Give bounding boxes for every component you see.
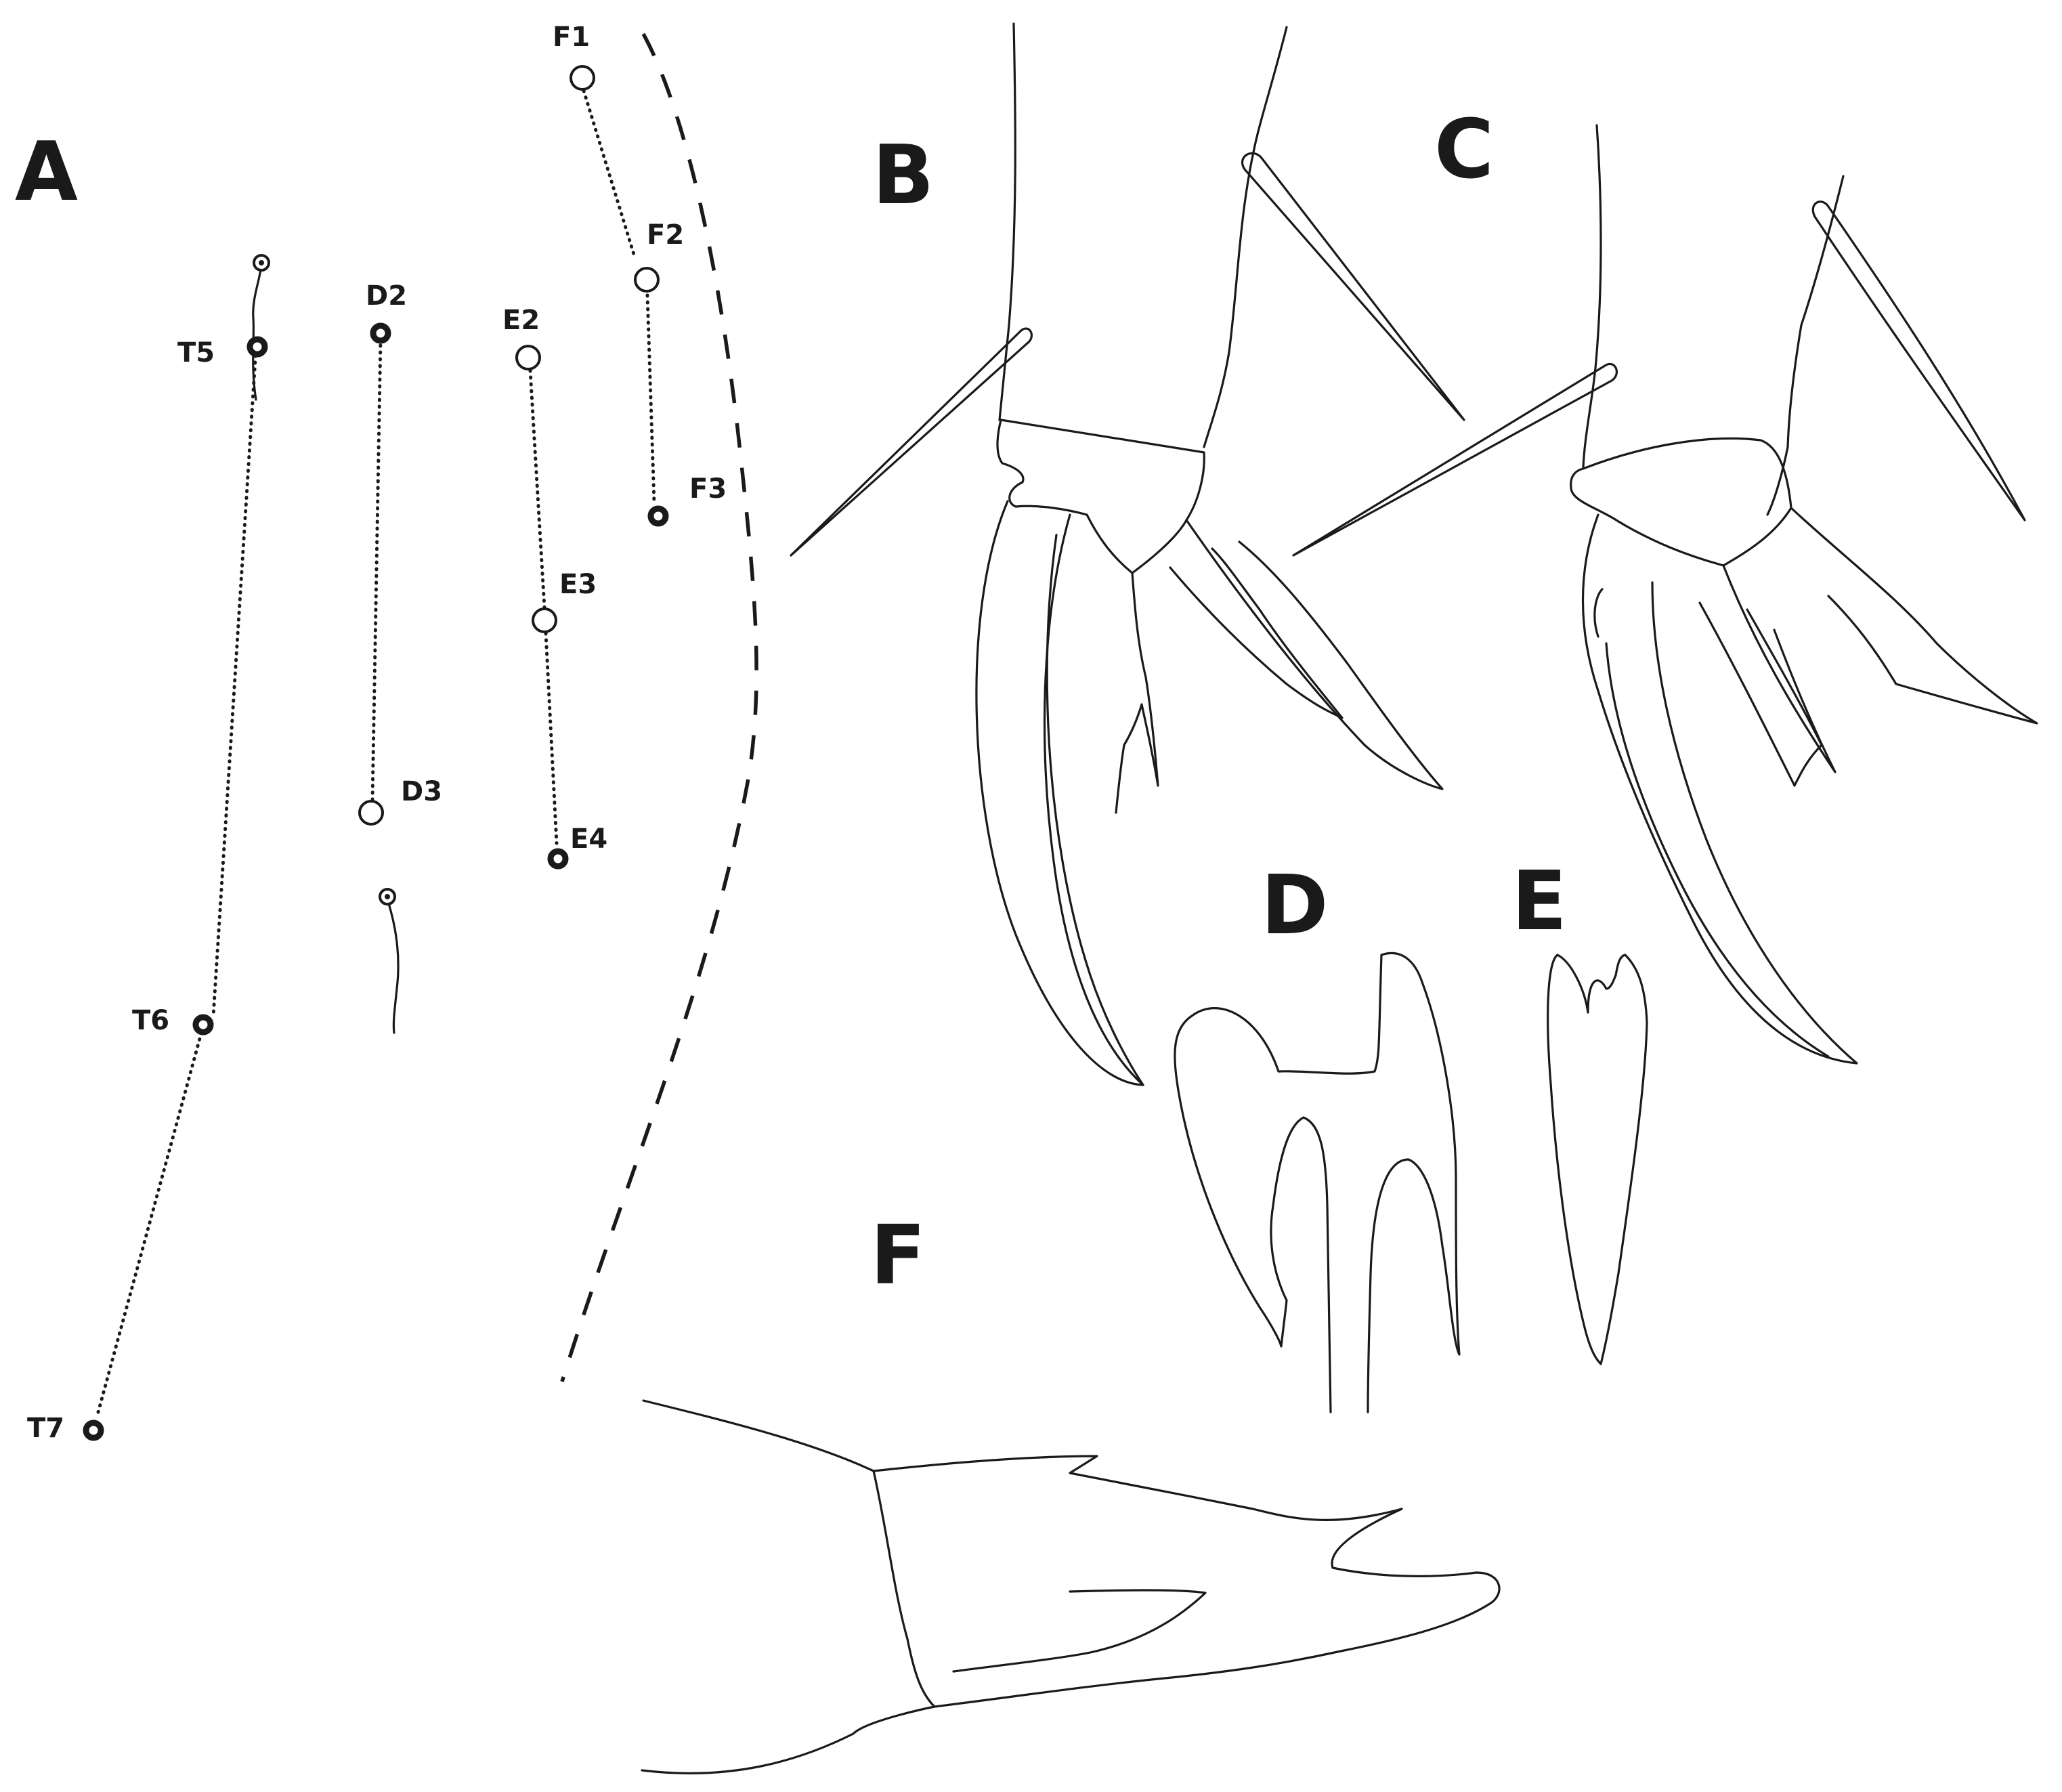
seta-t6 bbox=[192, 1014, 214, 1036]
label-t6: T6 bbox=[132, 1005, 169, 1036]
seta-e2 bbox=[515, 345, 541, 370]
e2-e3-line bbox=[528, 368, 546, 610]
label-t5: T5 bbox=[177, 337, 215, 368]
seta-e4 bbox=[547, 848, 569, 870]
tooth-d-right bbox=[1277, 952, 1461, 1413]
appendage-inner-lobe bbox=[952, 1589, 1207, 1673]
body-outline bbox=[560, 33, 758, 1382]
tarsus-outline-left-c bbox=[1582, 124, 1602, 469]
panel-e: E bbox=[1511, 855, 1648, 1365]
d2-d3-line bbox=[370, 337, 383, 801]
tarsus-outline-right-c bbox=[1766, 175, 1845, 516]
middle-claw-inner-c bbox=[1722, 564, 1837, 773]
seta-f2 bbox=[634, 267, 660, 293]
tooth-d-left bbox=[1174, 1007, 1332, 1413]
tarsus-outline-right bbox=[1203, 26, 1288, 448]
panel-label-e: E bbox=[1511, 855, 1567, 949]
panel-b: B bbox=[790, 22, 1465, 1086]
microseta-stalk-upper bbox=[252, 264, 263, 401]
seta-t5 bbox=[246, 336, 268, 358]
middle-claw-c bbox=[1698, 601, 1823, 787]
e3-e4-line bbox=[544, 631, 559, 845]
f2-f3-line bbox=[645, 293, 656, 505]
panel-label-b: B bbox=[872, 129, 934, 223]
right-claw bbox=[1185, 519, 1444, 790]
seta-e3 bbox=[532, 607, 557, 633]
right-claw-c bbox=[1790, 507, 2038, 725]
panel-label-d: D bbox=[1261, 859, 1329, 953]
panel-label-f: F bbox=[870, 1209, 926, 1303]
seta-d3 bbox=[358, 800, 384, 826]
label-d2: D2 bbox=[366, 280, 407, 312]
label-e3: E3 bbox=[559, 569, 597, 600]
claw-base bbox=[996, 419, 1205, 574]
panel-label-a: A bbox=[15, 125, 78, 219]
segment-outline-bottom bbox=[641, 1705, 936, 1774]
claw-heel-tooth-c bbox=[1593, 588, 1604, 638]
label-d3: D3 bbox=[401, 776, 442, 807]
panel-label-c: C bbox=[1434, 103, 1494, 197]
label-e2: E2 bbox=[502, 305, 540, 336]
tarsus-outline-left bbox=[998, 22, 1016, 421]
claw-base-c bbox=[1570, 437, 1792, 567]
seta-right-c bbox=[1811, 200, 2026, 521]
main-claw-inner bbox=[1046, 534, 1144, 1086]
label-f2: F2 bbox=[647, 219, 684, 251]
label-t7: T7 bbox=[27, 1413, 64, 1444]
seta-f3 bbox=[647, 505, 669, 527]
seta-left-b bbox=[790, 327, 1033, 557]
panel-f: F bbox=[641, 1209, 1501, 1774]
label-f3: F3 bbox=[689, 473, 727, 505]
main-claw-inner-c bbox=[1605, 642, 1830, 1058]
panel-c: C bbox=[1292, 103, 2038, 1065]
segment-outline-top bbox=[642, 1399, 875, 1472]
right-claw-inner bbox=[1169, 547, 1344, 719]
panel-d: D bbox=[1174, 859, 1461, 1413]
seta-f1 bbox=[570, 65, 595, 91]
seta-d2 bbox=[370, 322, 391, 344]
panel-a: A T5 T6 T7 D2 D3 E2 bbox=[15, 22, 758, 1444]
label-f1: F1 bbox=[553, 22, 590, 53]
seta-left-c bbox=[1292, 363, 1618, 557]
segment-border bbox=[872, 1470, 936, 1708]
tooth-e bbox=[1547, 954, 1648, 1365]
t6-t7-line bbox=[96, 1024, 205, 1414]
main-claw-c bbox=[1581, 513, 1858, 1065]
appendage-outline bbox=[872, 1455, 1501, 1708]
t5-t6-line bbox=[211, 347, 258, 1018]
claw-middle-tooth bbox=[1115, 572, 1159, 814]
seta-t7 bbox=[83, 1420, 104, 1441]
microseta-stalk-lower bbox=[386, 898, 400, 1034]
label-e4: E4 bbox=[570, 824, 607, 855]
f1-f2-line bbox=[582, 89, 637, 261]
seta-right-b bbox=[1241, 152, 1465, 421]
